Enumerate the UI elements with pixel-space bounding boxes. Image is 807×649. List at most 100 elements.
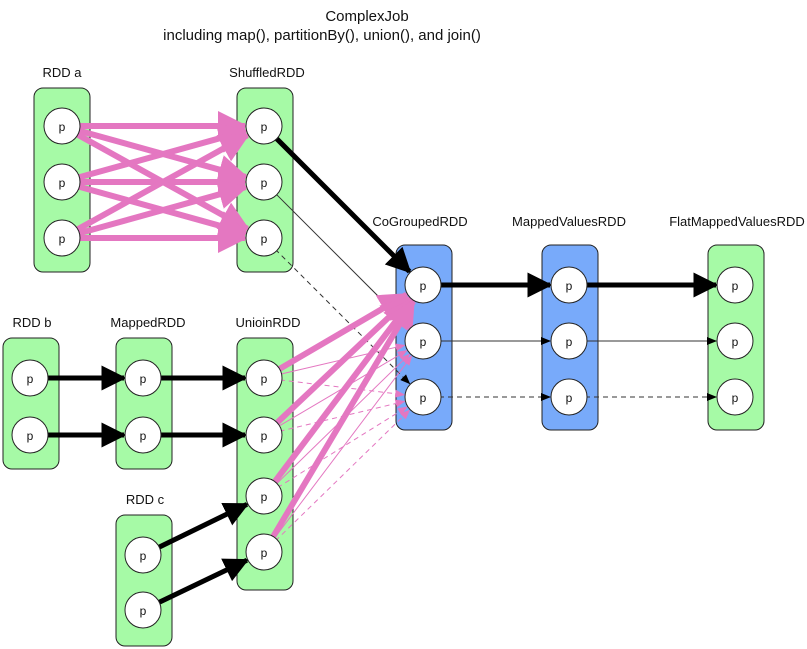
partition-node: p (43, 107, 81, 145)
edge-shuffle-dashed (275, 409, 411, 542)
partition-node: p (245, 533, 283, 571)
partition-circle (124, 416, 162, 454)
edge-shuffle (74, 132, 251, 233)
partitions-mapped: pp (124, 359, 162, 454)
partition-circle (124, 591, 162, 629)
edge-shuffle-dashed (277, 406, 408, 488)
partition-circle (245, 219, 283, 257)
partition-circle (404, 266, 442, 304)
partition-node: p (124, 359, 162, 397)
partition-label: p (261, 429, 268, 443)
partition-node: p (550, 322, 588, 360)
title-line-2: including map(), partitionBy(), union(),… (163, 27, 481, 44)
partition-node: p (11, 416, 49, 454)
partition-node: p (550, 378, 588, 416)
partition-node: p (245, 359, 283, 397)
partition-label: p (140, 429, 147, 443)
partition-node: p (43, 219, 81, 257)
partitions-cogrouped: p p p (404, 266, 442, 416)
partition-node: p (43, 163, 81, 201)
partition-node: p (245, 107, 283, 145)
partitions-union: p p p p (245, 359, 283, 571)
partition-circle (550, 378, 588, 416)
partitions-b: pp (11, 359, 49, 454)
edge-shuffle-thick (269, 298, 416, 540)
partition-label: p (27, 429, 34, 443)
dependency-edges (46, 111, 719, 606)
partition-circle (11, 359, 49, 397)
edge-shuffle-dashed (279, 379, 406, 398)
partition-label: p (420, 391, 427, 405)
rdd-label: FlatMappedValuesRDD (669, 214, 805, 229)
partition-circle (245, 533, 283, 571)
partition-label: p (261, 232, 268, 246)
edge-narrow-thick (156, 502, 250, 551)
partition-node: p (716, 322, 754, 360)
partition-circle (716, 322, 754, 360)
partitions-flatmappedvalues: p p p (716, 266, 754, 416)
rdd-label: RDD a (42, 65, 82, 80)
partition-circle (43, 107, 81, 145)
partition-label: p (59, 232, 66, 246)
partition-circle (43, 219, 81, 257)
partition-label: p (261, 176, 268, 190)
partition-circle (11, 416, 49, 454)
partition-label: p (261, 372, 268, 386)
partition-node: p (124, 591, 162, 629)
partition-node: p (404, 378, 442, 416)
partition-circle (245, 163, 283, 201)
partition-node: p (404, 266, 442, 304)
partition-label: p (140, 549, 147, 563)
partition-circle (245, 477, 283, 515)
partition-node: p (11, 359, 49, 397)
partition-node: p (124, 416, 162, 454)
rdd-label: ShuffledRDD (229, 65, 305, 80)
partition-label: p (732, 279, 739, 293)
partition-circle (245, 359, 283, 397)
partition-label: p (566, 335, 573, 349)
partition-label: p (59, 176, 66, 190)
partition-label: p (261, 546, 268, 560)
partition-node: p (124, 536, 162, 574)
partition-node: p (550, 266, 588, 304)
partition-label: p (261, 120, 268, 134)
edge-shuffle (76, 179, 249, 237)
partition-node: p (245, 477, 283, 515)
partition-node: p (404, 322, 442, 360)
partition-node: p (245, 219, 283, 257)
partitions-mappedvalues: p p p (550, 266, 588, 416)
partition-circle (43, 163, 81, 201)
partitions-c: pp (124, 536, 162, 629)
diagram-title: ComplexJob including map(), partitionBy(… (163, 8, 481, 44)
partition-label: p (732, 335, 739, 349)
partition-label: p (732, 391, 739, 405)
partition-circle (716, 266, 754, 304)
partition-label: p (420, 335, 427, 349)
partition-circle (550, 322, 588, 360)
partitions-shuffled: p p p (245, 107, 283, 257)
title-line-1: ComplexJob (325, 8, 408, 25)
partition-label: p (420, 279, 427, 293)
partition-label: p (140, 604, 147, 618)
partition-circle (404, 378, 442, 416)
edge-narrow-thick (156, 557, 250, 606)
partition-label: p (27, 372, 34, 386)
partition-circle (124, 359, 162, 397)
partition-node: p (245, 416, 283, 454)
partition-label: p (140, 372, 147, 386)
edge-narrow-thick (273, 135, 412, 274)
edge-narrow-dashed (274, 248, 411, 385)
partition-circle (550, 266, 588, 304)
rdd-label: MappedRDD (110, 315, 185, 330)
partition-node: p (716, 378, 754, 416)
partition-circle (245, 107, 283, 145)
partition-node: p (245, 163, 283, 201)
partition-node: p (716, 266, 754, 304)
partition-label: p (261, 490, 268, 504)
partition-circle (716, 378, 754, 416)
partition-circle (245, 416, 283, 454)
edge-shuffle-thin (273, 355, 413, 540)
partition-circle (124, 536, 162, 574)
partition-label: p (566, 391, 573, 405)
